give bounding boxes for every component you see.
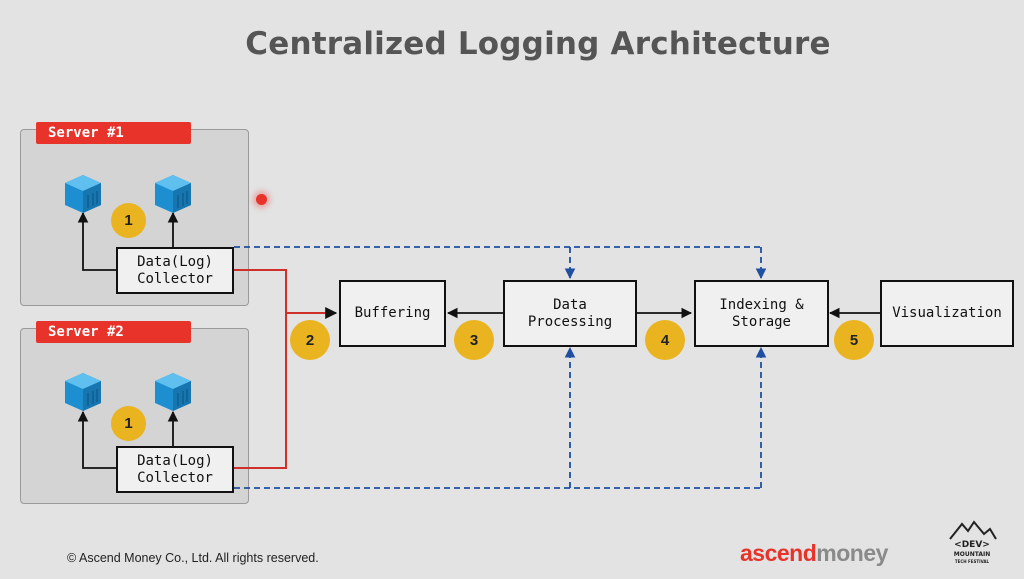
step-badge-server-1: 1 (111, 203, 146, 238)
indexing-node: Indexing & Storage (694, 280, 829, 347)
container-icon (155, 373, 191, 411)
collector-2-to-container-left (77, 410, 116, 469)
collector-2-to-buffering (232, 313, 287, 469)
event-logo-line-2: MOUNTAIN (953, 551, 991, 558)
event-logo-line-3: TECH FESTIVAL (954, 559, 990, 564)
copyright-text: © Ascend Money Co., Ltd. All rights rese… (67, 551, 319, 565)
server-1-label: Server #1 (36, 122, 191, 144)
pointer-dot (256, 194, 267, 205)
container-icon (65, 373, 101, 411)
visualization-node: Visualization (880, 280, 1014, 347)
collector-2: Data(Log) Collector (116, 446, 234, 493)
server-2-label: Server #2 (36, 321, 191, 343)
event-logo-line-1: <DEV> (954, 540, 990, 550)
step-badge-indexing: 4 (645, 320, 685, 360)
buffering-node: Buffering (339, 280, 446, 347)
step-badge-buffering: 2 (290, 320, 330, 360)
step-badge-server-2: 1 (111, 406, 146, 441)
diagram-title: Centralized Logging Architecture (245, 26, 831, 62)
step-badge-visualization: 5 (834, 320, 874, 360)
collector-1-to-buffering (232, 269, 338, 319)
step-badge-processing: 3 (454, 320, 494, 360)
event-logo: <DEV> MOUNTAIN TECH FESTIVAL (944, 520, 1000, 572)
brand-logo: ascendmoney (740, 540, 888, 567)
mountain-icon (949, 520, 997, 540)
processing-node: Data Processing (503, 280, 637, 347)
brand-logo-part-2: money (816, 540, 888, 566)
brand-logo-part-1: ascend (740, 540, 817, 566)
container-icon (65, 175, 101, 213)
container-icon (155, 175, 191, 213)
collector-1-to-container-left (77, 211, 116, 271)
collector-1: Data(Log) Collector (116, 247, 234, 294)
